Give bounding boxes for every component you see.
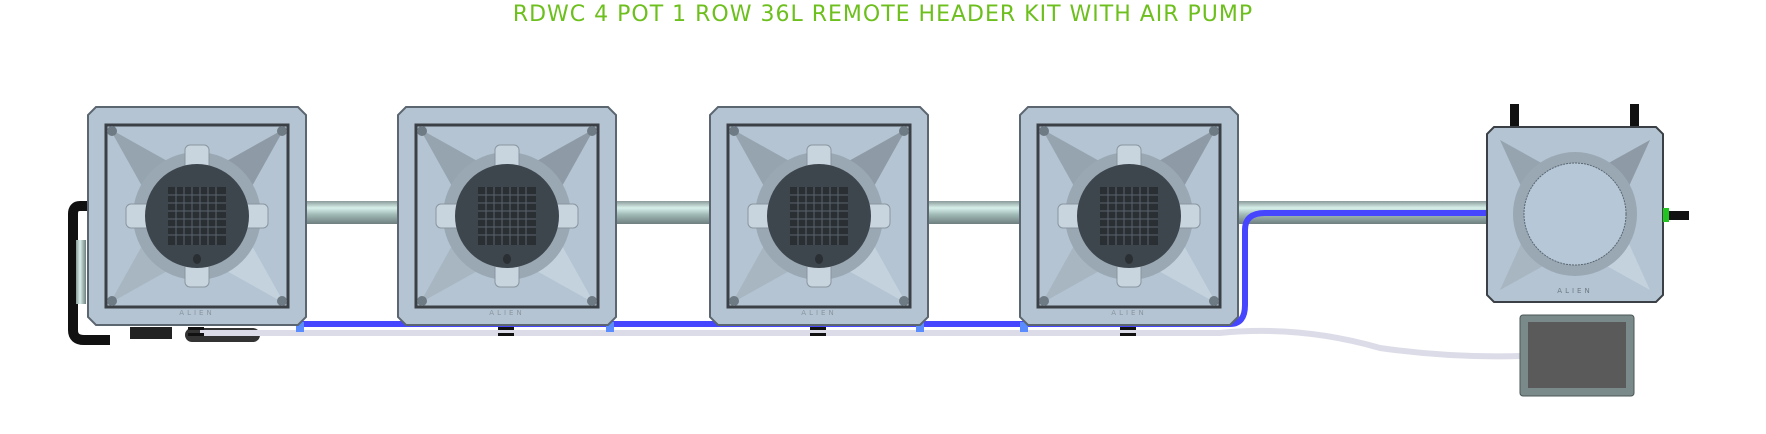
pot-3	[708, 105, 930, 327]
pot-logo: ALIEN	[489, 309, 524, 317]
return-line-fitting	[606, 322, 614, 332]
diagram-title: RDWC 4 POT 1 ROW 36L REMOTE HEADER KIT W…	[512, 2, 1254, 27]
pot-4	[1018, 105, 1240, 327]
return-line-fitting	[296, 322, 304, 332]
pot-2	[396, 105, 618, 327]
pot-logo: ALIEN	[1111, 309, 1146, 317]
header-port	[1510, 104, 1519, 128]
drain-elbow	[68, 201, 110, 345]
header-tank	[1486, 104, 1689, 303]
pot-feet	[188, 327, 1136, 336]
header-outlet	[1669, 211, 1689, 220]
pot-1	[86, 105, 308, 327]
header-port	[1630, 104, 1639, 128]
header-outlet	[1663, 208, 1669, 222]
pot-logo: ALIEN	[801, 309, 836, 317]
return-line-fitting	[1020, 322, 1028, 332]
drain-pipe	[76, 240, 86, 304]
air-pump	[1519, 314, 1635, 397]
drain-valve	[130, 327, 172, 339]
return-line	[300, 210, 1490, 327]
header-logo: ALIEN	[1557, 287, 1592, 295]
pot-logo: ALIEN	[179, 309, 214, 317]
return-line-fitting	[916, 322, 924, 332]
air-line	[200, 327, 1523, 360]
